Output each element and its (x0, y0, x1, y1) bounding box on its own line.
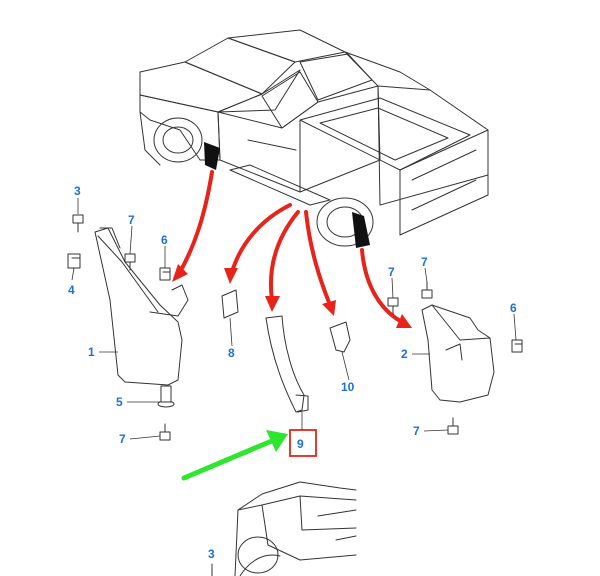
bolt-part-3-top (72, 214, 84, 233)
bolt-part-5 (157, 385, 175, 408)
right-mudflap-part-2 (421, 304, 495, 403)
leader-lines (71, 198, 517, 440)
callout-7-right-top-a: 7 (388, 265, 395, 279)
arrow-head (322, 300, 336, 316)
wheel-arch-liner-part-9 (265, 315, 309, 413)
front-mudflap-on-truck (204, 142, 220, 170)
rear-mudflap-on-truck (352, 212, 370, 248)
screw-part-7-left-bottom (159, 423, 171, 441)
callout-9: 9 (297, 437, 304, 451)
arrow-head (265, 296, 280, 312)
callout-7-left-bottom: 7 (119, 432, 126, 446)
callout-1: 1 (88, 345, 95, 359)
highlight-box-part-9 (289, 429, 317, 457)
green-arrow (181, 430, 288, 481)
arrow-to-part-10 (304, 210, 332, 307)
callout-2: 2 (401, 347, 408, 361)
arrow-to-right-mudflap (360, 248, 404, 324)
arrow-head (224, 268, 238, 284)
clip-part-6-right (511, 339, 523, 353)
arrow-to-part-8 (230, 203, 292, 274)
callout-5: 5 (116, 395, 123, 409)
callout-6-right: 6 (510, 301, 517, 315)
callout-7-right-bottom: 7 (413, 424, 420, 438)
callout-labels: 3 7 6 4 1 5 7 8 9 10 7 7 6 2 7 3 (68, 184, 517, 561)
arrow-to-part-9 (268, 210, 300, 302)
callout-3-top: 3 (74, 184, 81, 198)
callout-7-right-top-b: 7 (421, 255, 428, 269)
callout-7-left-top: 7 (128, 213, 135, 227)
splash-shield-part-10 (329, 321, 351, 353)
callout-8: 8 (228, 346, 235, 360)
partial-truck-illustration-bottom (234, 481, 357, 576)
left-mudflap-part-1 (94, 227, 189, 386)
callout-10: 10 (341, 380, 355, 394)
screw-part-7-right-bottom (447, 417, 459, 435)
screw-part-7-right-b (421, 281, 433, 299)
splash-shield-part-8 (221, 289, 239, 319)
callout-3-bottom: 3 (208, 547, 215, 561)
arrow-head (396, 314, 412, 328)
callout-4: 4 (68, 283, 75, 297)
clip-part-4 (67, 253, 81, 269)
red-arrows (172, 170, 412, 328)
arrow-to-left-mudflap (178, 170, 214, 274)
arrow-head (172, 264, 188, 282)
callout-6-left: 6 (161, 233, 168, 247)
clip-part-6-left (159, 267, 171, 281)
pickup-truck-illustration (139, 29, 489, 247)
